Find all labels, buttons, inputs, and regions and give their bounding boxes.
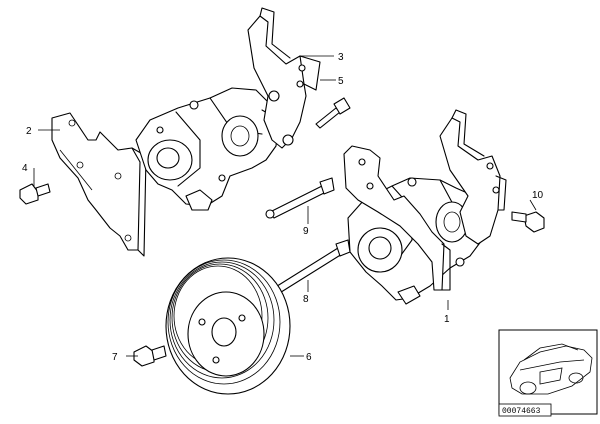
bolt-part-5 xyxy=(315,97,351,129)
pulley-part-6 xyxy=(165,257,291,395)
power-steering-pump-upper xyxy=(135,87,283,211)
vehicle-location-inset: 00074663 xyxy=(498,329,598,417)
bolt-part-7 xyxy=(133,345,167,367)
bolt-part-4 xyxy=(19,183,51,205)
callout-3: 3 xyxy=(338,52,344,63)
callout-2: 2 xyxy=(26,126,32,137)
callout-10: 10 xyxy=(532,190,544,201)
callout-9: 9 xyxy=(303,226,309,237)
bracket-upper-part-3 xyxy=(247,7,321,149)
callout-1: 1 xyxy=(444,314,450,325)
bolt-part-8 xyxy=(268,239,351,296)
callout-6: 6 xyxy=(306,352,312,363)
callout-8: 8 xyxy=(303,294,309,305)
callout-leaders xyxy=(33,55,537,357)
bolt-part-9 xyxy=(265,177,335,219)
bracket-lower-part-1 xyxy=(343,145,451,291)
callout-5: 5 xyxy=(338,76,344,87)
bolt-part-10 xyxy=(511,211,545,233)
bracket-left-part-2 xyxy=(51,112,147,257)
callout-4: 4 xyxy=(22,163,28,174)
bracket-right-lower xyxy=(439,109,507,245)
inset-reference-code: 00074663 xyxy=(502,407,541,416)
callout-7: 7 xyxy=(112,352,118,363)
